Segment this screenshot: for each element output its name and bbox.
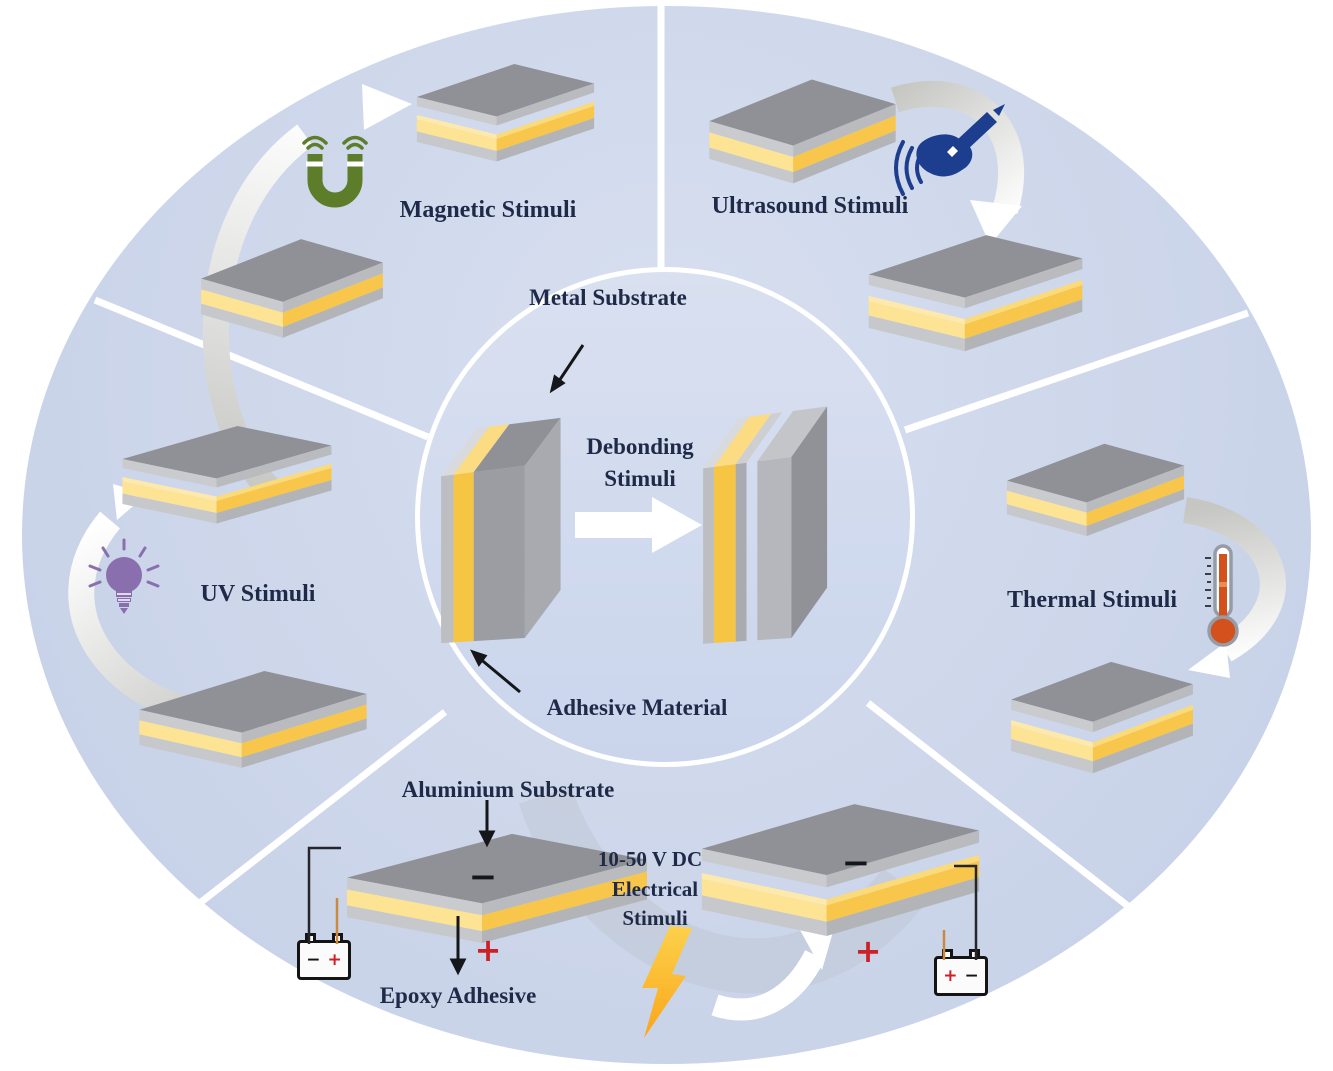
ultrasound-probe-icon bbox=[894, 104, 1005, 196]
magnet-icon bbox=[302, 135, 368, 208]
voltage-label: 10-50 V DC bbox=[597, 847, 703, 871]
aluminium-substrate-label: Aluminium Substrate bbox=[401, 777, 615, 802]
battery-positive-sign: + bbox=[327, 949, 342, 970]
bonded-plate-negative-sign: − bbox=[468, 857, 498, 897]
battery-negative-sign: − bbox=[306, 949, 321, 970]
adhesive-material-label: Adhesive Material bbox=[546, 695, 728, 720]
metal-substrate-label: Metal Substrate bbox=[529, 285, 687, 310]
battery-terminal bbox=[305, 933, 316, 941]
battery-positive-sign: + bbox=[943, 965, 958, 986]
debonded-plate-positive-sign: + bbox=[854, 932, 882, 970]
uv-section-label: UV Stimuli bbox=[200, 581, 316, 607]
thermal-debond-arrow bbox=[1182, 497, 1286, 678]
battery-terminal bbox=[969, 949, 980, 957]
uv-bulb-icon bbox=[88, 538, 160, 614]
bonded-plate-positive-sign: + bbox=[474, 931, 502, 969]
battery-wires bbox=[307, 846, 978, 960]
battery-negative-sign: − bbox=[964, 965, 979, 986]
thermal-section-label: Thermal Stimuli bbox=[1006, 587, 1178, 613]
ultrasound-section-label: Ultrasound Stimuli bbox=[711, 193, 909, 219]
electrical-section-label: Electrical Stimuli bbox=[611, 877, 699, 931]
battery-left-icon: − + bbox=[297, 933, 351, 980]
epoxy-adhesive-label: Epoxy Adhesive bbox=[379, 983, 537, 1008]
magnetic-section-label: Magnetic Stimuli bbox=[399, 197, 577, 223]
battery-right-icon: + − bbox=[934, 949, 988, 996]
debonded-plate-negative-sign: − bbox=[841, 843, 871, 883]
debonding-stimuli-label: Debonding Stimuli bbox=[586, 434, 694, 492]
adhesive-material-arrow bbox=[477, 655, 521, 694]
debonding-block-arrow bbox=[575, 497, 702, 553]
thermometer-icon bbox=[1205, 544, 1239, 647]
metal-substrate-arrow bbox=[555, 344, 585, 385]
lightning-bolt-icon bbox=[642, 926, 692, 1038]
electrical-debond-arrow bbox=[711, 925, 835, 1021]
